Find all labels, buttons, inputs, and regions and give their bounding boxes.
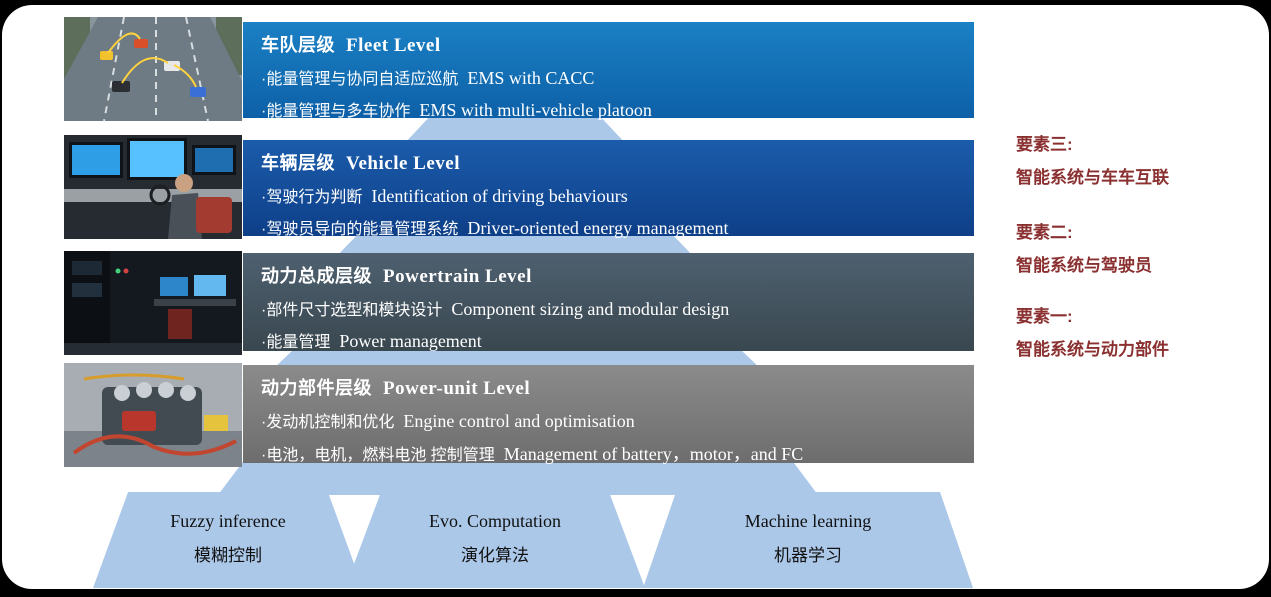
fleet-bullet-1: ·能量管理与协同自适应巡航 EMS with CACC: [261, 65, 964, 89]
bullet-zh: ·驾驶行为判断: [261, 189, 363, 206]
bullet-zh: ·能量管理与协同自适应巡航: [261, 71, 459, 88]
level-box-fleet: 车队层级 Fleet Level ·能量管理与协同自适应巡航 EMS with CA…: [243, 22, 974, 121]
bullet-en: EMS with multi-vehicle platoon: [419, 100, 652, 120]
method-machine-learning: Machine learning 机器学习: [643, 492, 973, 588]
bullet-zh: ·部件尺寸选型和模块设计: [261, 302, 443, 319]
method-fuzzy-inference-zh: 模糊控制: [194, 546, 262, 565]
element-note-three: 要素三: 智能系统与车车互联: [1016, 128, 1262, 194]
level-box-powertrain: 动力总成层级 Powertrain Level ·部件尺寸选型和模块设计 Compo…: [243, 253, 974, 351]
powertrain-level-title: 动力总成层级 Powertrain Level: [261, 262, 964, 288]
bullet-en: Power management: [339, 331, 482, 351]
element-note-three-label: 要素三:: [1016, 135, 1073, 154]
vehicle-bullet-2: ·驾驶员导向的能量管理系统 Driver-oriented energy mana…: [261, 215, 964, 239]
engine-power-unit-photo: [64, 363, 242, 467]
bullet-en: EMS with CACC: [467, 68, 595, 88]
powerunit-bullet-2: ·电池，电机，燃料电池 控制管理 Management of battery，mo…: [261, 440, 964, 466]
method-machine-learning-zh: 机器学习: [774, 546, 842, 565]
method-evo-computation: Evo. Computation 演化算法: [345, 492, 645, 588]
method-evo-computation-en: Evo. Computation: [429, 511, 561, 531]
powerunit-title-zh: 动力部件层级: [261, 378, 372, 398]
fleet-level-title: 车队层级 Fleet Level: [261, 31, 964, 57]
powertrain-title-en: Powertrain Level: [383, 266, 532, 287]
fleet-title-zh: 车队层级: [261, 35, 335, 55]
powertrain-bullet-1: ·部件尺寸选型和模块设计 Component sizing and modular…: [261, 296, 964, 320]
bullet-en: Identification of driving behaviours: [371, 186, 628, 206]
level-box-powerunit: 动力部件层级 Power-unit Level ·发动机控制和优化 Engine c…: [243, 365, 974, 466]
connected-vehicles-traffic-photo: [64, 17, 242, 121]
powerunit-level-title: 动力部件层级 Power-unit Level: [261, 374, 964, 400]
bullet-zh: ·驾驶员导向的能量管理系统: [261, 221, 459, 238]
driving-simulator-photo: [64, 135, 242, 239]
bullet-zh: ·能量管理与多车协作: [261, 103, 411, 120]
powerunit-title-en: Power-unit Level: [383, 378, 531, 399]
powertrain-title-zh: 动力总成层级: [261, 266, 372, 286]
element-note-two-label: 要素二:: [1016, 223, 1073, 242]
engine-photo-art: [64, 363, 242, 467]
element-note-one-desc: 智能系统与动力部件: [1016, 340, 1169, 359]
element-note-one: 要素一: 智能系统与动力部件: [1016, 300, 1262, 366]
bullet-en: Component sizing and modular design: [451, 299, 730, 319]
level-box-vehicle: 车辆层级 Vehicle Level ·驾驶行为判断 Identification …: [243, 140, 974, 239]
fleet-bullet-2: ·能量管理与多车协作 EMS with multi-vehicle platoon: [261, 97, 964, 121]
powertrain-test-bench-photo: [64, 251, 242, 355]
powertrain-bullet-2: ·能量管理 Power management: [261, 328, 964, 352]
test-bench-photo-art: [64, 251, 242, 355]
bullet-en: Engine control and optimisation: [403, 411, 635, 431]
bullet-zh: ·电池，电机，燃料电池 控制管理: [261, 447, 495, 464]
method-machine-learning-en: Machine learning: [744, 511, 872, 531]
bullet-zh: ·发动机控制和优化: [261, 414, 395, 431]
method-fuzzy-inference-en: Fuzzy inference: [170, 511, 286, 531]
vehicle-level-title: 车辆层级 Vehicle Level: [261, 149, 964, 175]
method-evo-computation-zh: 演化算法: [461, 546, 529, 565]
vehicle-title-en: Vehicle Level: [346, 153, 460, 174]
element-note-one-label: 要素一:: [1016, 307, 1073, 326]
element-note-three-desc: 智能系统与车车互联: [1016, 168, 1169, 187]
method-fuzzy-inference: Fuzzy inference 模糊控制: [93, 492, 363, 588]
fleet-title-en: Fleet Level: [346, 35, 441, 56]
powerunit-bullet-1: ·发动机控制和优化 Engine control and optimisation: [261, 408, 964, 432]
bullet-zh: ·能量管理: [261, 334, 331, 351]
traffic-photo-art: [64, 17, 242, 121]
bullet-en: Management of battery，motor，and FC: [503, 444, 804, 464]
vehicle-bullet-1: ·驾驶行为判断 Identification of driving behavio…: [261, 183, 964, 207]
simulator-photo-art: [64, 135, 242, 239]
vehicle-title-zh: 车辆层级: [261, 153, 335, 173]
element-note-two-desc: 智能系统与驾驶员: [1016, 256, 1152, 275]
element-note-two: 要素二: 智能系统与驾驶员: [1016, 216, 1262, 282]
bullet-en: Driver-oriented energy management: [467, 218, 729, 238]
